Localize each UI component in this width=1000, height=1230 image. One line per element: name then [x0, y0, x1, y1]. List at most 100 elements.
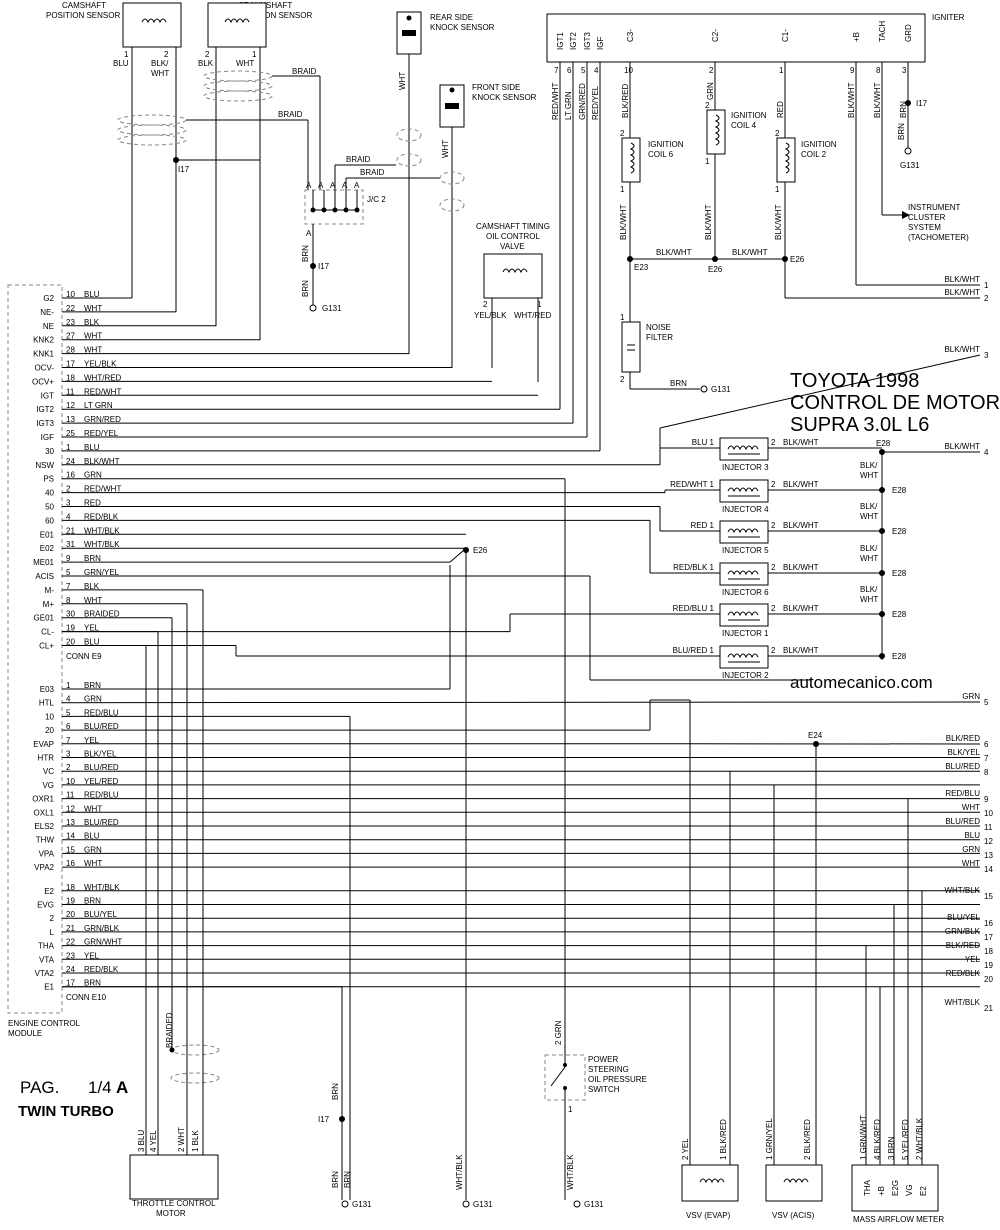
igniter-terminal-label: C3-: [626, 29, 635, 42]
svg-text:4 YEL: 4 YEL: [149, 1130, 158, 1152]
ecm-pin-number: 11: [66, 387, 75, 396]
ecm-pin-label: EVG: [37, 901, 54, 910]
ecm-pin-wire-color: BLU/RED: [84, 722, 119, 731]
conn-e10-label: CONN E10: [66, 993, 107, 1002]
svg-text:2: 2: [771, 646, 776, 655]
ecm-pin-number: 14: [66, 832, 75, 841]
svg-text:BRN: BRN: [897, 123, 906, 140]
ecm-pin-label: NSW: [35, 461, 54, 470]
svg-text:COIL 2: COIL 2: [801, 150, 827, 159]
ecm-pin-wire-color: BLU: [84, 290, 100, 299]
svg-text:2 WHT/BLK: 2 WHT/BLK: [915, 1117, 924, 1160]
svg-text:BLK/WHT: BLK/WHT: [656, 248, 692, 257]
ecm-pin-number: 27: [66, 332, 75, 341]
ecm-pin-wire-color: BLU/RED: [84, 818, 119, 827]
svg-text:1: 1: [252, 50, 257, 59]
right-output-color: BLK/WHT: [944, 275, 980, 284]
ecm-pin-wire-color: RED/WHT: [84, 485, 121, 494]
svg-text:BRN: BRN: [343, 1171, 352, 1188]
svg-text:A: A: [342, 181, 348, 190]
crank-label-2: POSITION SENSOR: [238, 11, 312, 20]
ecm-pin-wire-color: RED: [84, 499, 101, 508]
right-output-color: RED/BLU: [945, 789, 980, 798]
ecm-pin-wire-color: GRN/RED: [84, 415, 121, 424]
ecm-pin-wire-color: GRN: [84, 471, 102, 480]
svg-text:KNOCK SENSOR: KNOCK SENSOR: [430, 23, 495, 32]
ecm-pin-number: 9: [66, 554, 71, 563]
ecm-pin-wire-color: BRN: [84, 554, 101, 563]
ecm-pin-label: HTL: [39, 699, 55, 708]
igniter-wire-color: LT GRN: [564, 91, 573, 120]
ecm-pin-wire-color: WHT: [84, 332, 102, 341]
svg-text:G131: G131: [473, 1200, 493, 1209]
svg-text:+B: +B: [877, 1186, 886, 1196]
injector-label: INJECTOR 4: [722, 505, 769, 514]
svg-text:1 GRN/WHT: 1 GRN/WHT: [859, 1115, 868, 1160]
right-output-color: BLU: [964, 831, 980, 840]
ecm-pin-wire-color: BLU: [84, 832, 100, 841]
svg-text:I17: I17: [318, 1115, 330, 1124]
ecm-pin-number: 7: [66, 582, 71, 591]
igniter-pin-number: 1: [779, 66, 784, 75]
ecm-pin-label: CL+: [39, 642, 54, 651]
svg-text:COIL 6: COIL 6: [648, 150, 674, 159]
page-suffix: A: [116, 1078, 128, 1097]
crank-coil: [224, 18, 250, 24]
svg-text:G131: G131: [584, 1200, 604, 1209]
svg-text:BRN: BRN: [670, 379, 687, 388]
right-output-number: 16: [984, 919, 993, 928]
injector-label: INJECTOR 6: [722, 588, 769, 597]
ecm-pin-wire-color: WHT/BLK: [84, 883, 120, 892]
svg-text:2 GRN: 2 GRN: [554, 1020, 563, 1045]
svg-text:OIL CONTROL: OIL CONTROL: [486, 232, 540, 241]
ecm-pin-label: VC: [43, 767, 54, 776]
svg-text:WHT: WHT: [398, 72, 407, 90]
junction-connector-jc2: J/C 2 A A A A A A BRN I17 BRN G131: [301, 181, 386, 313]
svg-text:E24: E24: [808, 731, 823, 740]
right-output-number: 18: [984, 947, 993, 956]
ecm-pin-number: 17: [66, 979, 75, 988]
ecm-pin-label: KNK1: [33, 350, 54, 359]
right-output-number: 20: [984, 975, 993, 984]
svg-text:2: 2: [775, 129, 780, 138]
cam-pos-coil: [141, 18, 167, 24]
svg-text:E26: E26: [790, 255, 805, 264]
ecm-pin-number: 2: [66, 485, 71, 494]
igniter-wire-color: RED/YEL: [591, 85, 600, 120]
cam-pos-wire-blkwht-2: WHT: [151, 69, 169, 78]
svg-text:WHT: WHT: [860, 471, 878, 480]
svg-text:E26: E26: [708, 265, 723, 274]
title-line-3: SUPRA 3.0L L6: [790, 414, 929, 436]
right-output-number: 5: [984, 698, 989, 707]
wire-routing: [61, 62, 981, 1200]
igniter-pin-number: 6: [567, 66, 572, 75]
vsv-evap: VSV (EVAP) 2 YEL 1 BLK/RED: [681, 1119, 739, 1220]
svg-text:E2: E2: [919, 1186, 928, 1196]
ecm-pin-label: VTA2: [35, 969, 55, 978]
ecm-pin-label: OXL1: [34, 808, 55, 817]
ecm-pin-label: E03: [40, 685, 55, 694]
ecm-pin-number: 18: [66, 883, 75, 892]
svg-text:CLUSTER: CLUSTER: [908, 213, 946, 222]
ecm-pin-number: 3: [66, 750, 71, 759]
ecm-pin-wire-color: WHT: [84, 859, 102, 868]
right-output-number: 12: [984, 837, 993, 846]
right-output-color: BLK/YEL: [948, 748, 981, 757]
ecm-pin-label: ME01: [33, 558, 54, 567]
ecm-pin-number: 17: [66, 360, 75, 369]
svg-text:1 GRN/YEL: 1 GRN/YEL: [765, 1118, 774, 1160]
svg-text:G131: G131: [900, 161, 920, 170]
ecm-pin-label: VG: [42, 781, 54, 790]
ecm-pin-wire-color: GRN/BLK: [84, 924, 120, 933]
svg-text:2: 2: [483, 300, 488, 309]
igniter-terminal-label: IGT1: [556, 32, 565, 50]
svg-text:WHT: WHT: [860, 512, 878, 521]
svg-text:E28: E28: [892, 569, 907, 578]
ecm-pin-label: 40: [45, 489, 54, 498]
igniter-wire-color: RED/WHT: [551, 83, 560, 120]
svg-text:WHT: WHT: [860, 554, 878, 563]
ecm-pin-number: 13: [66, 818, 75, 827]
cam-pos-label-2: POSITION SENSOR: [46, 11, 120, 20]
